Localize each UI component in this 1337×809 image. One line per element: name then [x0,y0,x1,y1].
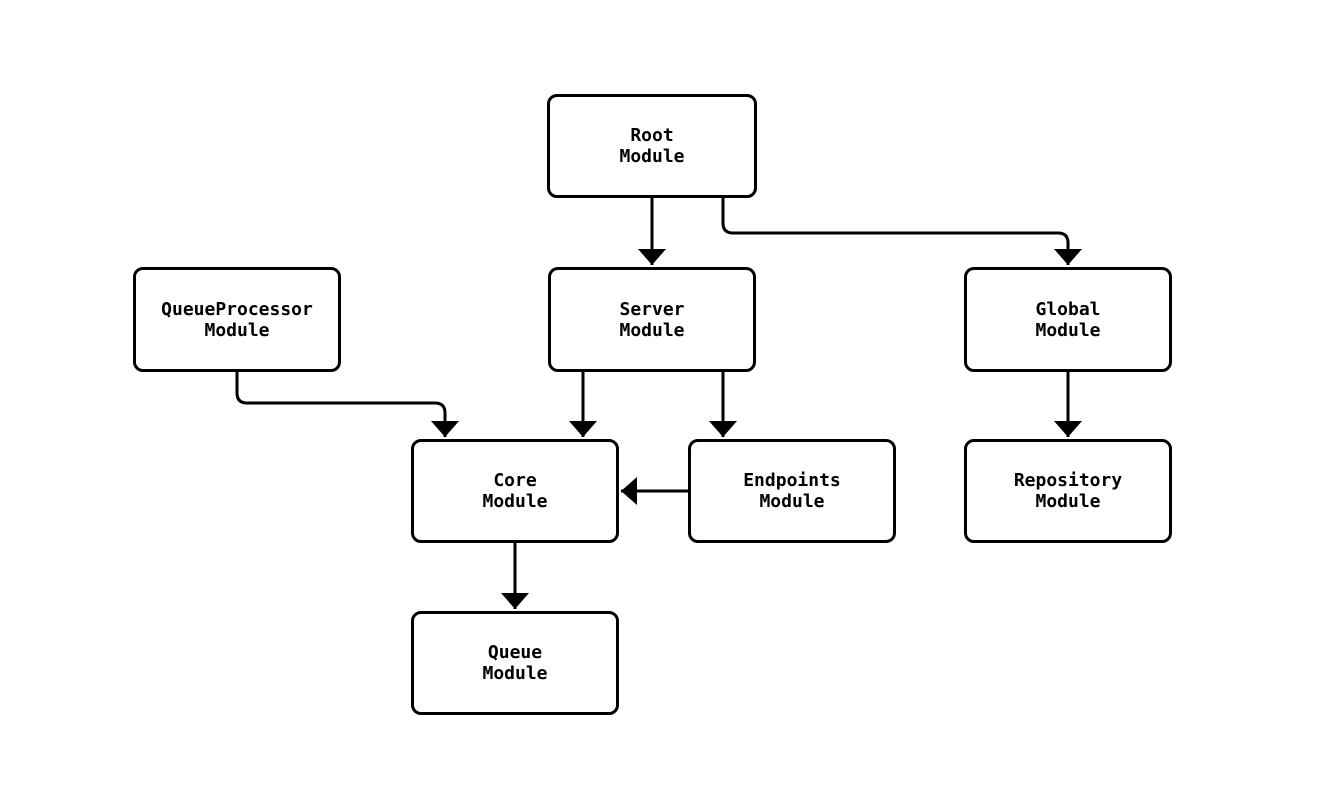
node-global-label-line-1: Module [1035,319,1101,341]
node-queue-label-line-0: Queue [487,642,543,663]
node-endpoints-label-line-0: Endpoints [743,470,841,491]
node-core-label-line-0: Core [493,470,537,491]
node-global-label-line-0: Global [1035,298,1101,320]
node-root-label-line-1: Module [619,146,685,167]
edge-queueprocessor-to-core [235,372,459,437]
node-queue-label-line-1: Module [482,663,548,684]
edge-root-to-global [721,198,1082,265]
node-queueprocessor-label-line-0: QueueProcessor [161,298,313,320]
node-server-label-line-1: Module [619,319,685,341]
node-repository-label-line-0: Repository [1013,470,1123,491]
node-repository-label-line-1: Module [1035,491,1101,512]
node-queueprocessor-label-line-1: Module [204,319,270,341]
node-root-label-line-0: Root [630,125,674,146]
node-core-label-line-1: Module [482,491,548,512]
node-endpoints-label-line-1: Module [759,491,825,512]
edges-group [235,198,1082,609]
node-server-label-line-0: Server [619,298,685,320]
